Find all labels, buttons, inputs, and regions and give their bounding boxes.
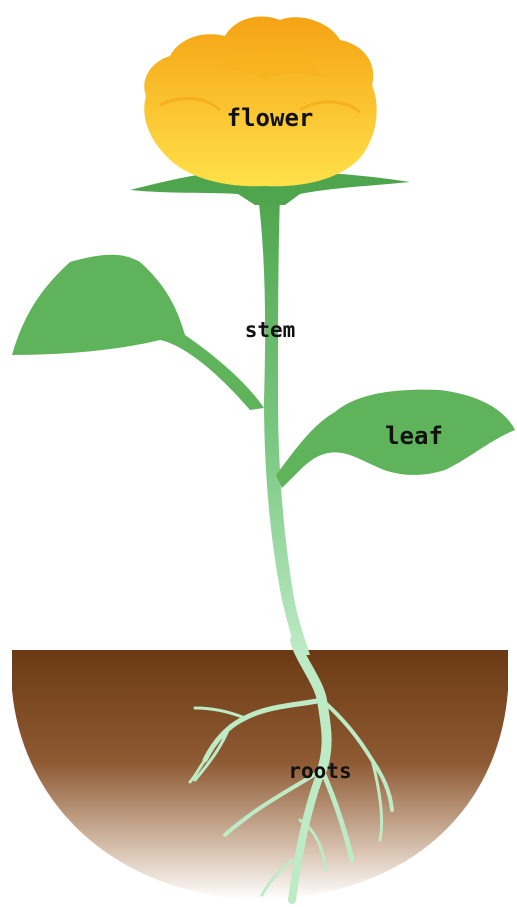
flower-head	[144, 17, 376, 187]
label-roots: roots	[288, 759, 351, 783]
soil	[12, 650, 508, 900]
label-flower: flower	[227, 104, 314, 132]
label-leaf: leaf	[385, 422, 443, 450]
label-stem: stem	[245, 318, 296, 342]
stem	[258, 195, 310, 655]
leaf-left	[12, 255, 264, 410]
